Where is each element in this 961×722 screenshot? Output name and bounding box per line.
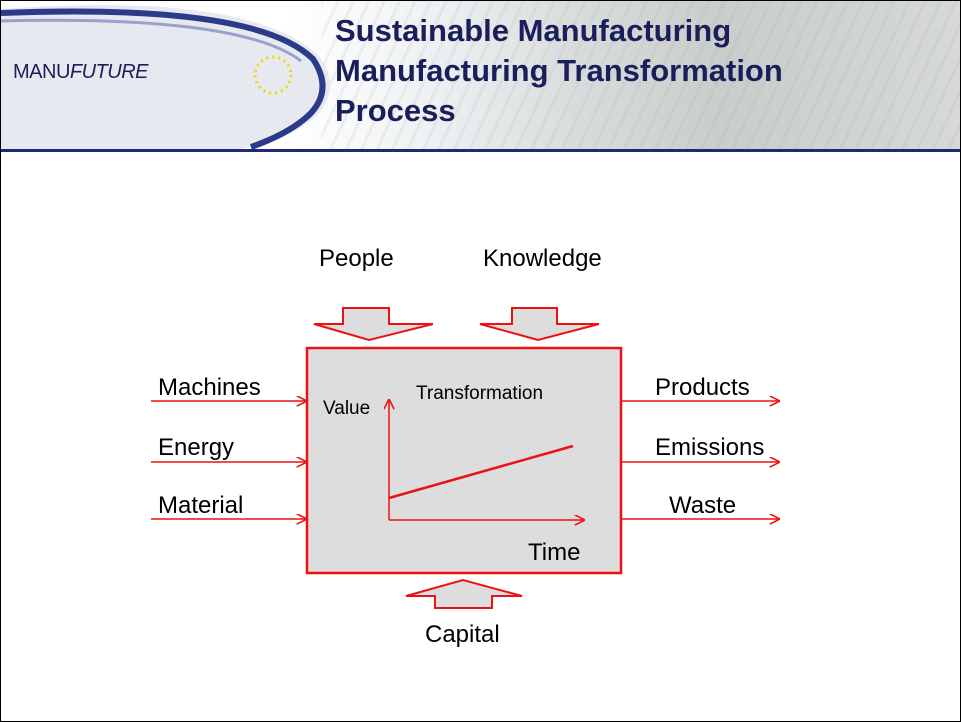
emissions-label: Emissions: [655, 434, 765, 461]
title-line-1: Sustainable Manufacturing: [335, 13, 732, 48]
energy-label: Energy: [158, 434, 235, 461]
slide-header: MANUFUTURE Sustainable Manufacturing Man…: [1, 1, 960, 149]
waste-label: Waste: [669, 492, 737, 519]
products-label: Products: [655, 374, 750, 401]
time-axis-label: Time: [528, 539, 581, 566]
logo-suffix: FUTURE: [69, 61, 149, 83]
header-divider: [1, 149, 960, 152]
title-line-2: Manufacturing Transformation: [335, 53, 783, 88]
knowledge-label: Knowledge: [483, 245, 602, 272]
capital-input-arrow: [405, 578, 523, 609]
machines-label: Machines: [158, 374, 261, 401]
value-axis-label: Value: [323, 398, 371, 419]
header-photo-texture: [321, 1, 960, 149]
people-label: People: [319, 245, 394, 272]
material-label: Material: [158, 492, 244, 519]
manufuture-swoosh-logo: [1, 5, 330, 149]
title-line-3: Process: [335, 93, 456, 128]
logo-prefix: MANU: [13, 61, 70, 83]
transformation-label: Transformation: [416, 383, 544, 404]
manufuture-logo-text: MANUFUTURE: [13, 61, 149, 84]
people-input-arrow: [313, 307, 434, 342]
knowledge-input-arrow: [479, 307, 600, 342]
slide-title: Sustainable Manufacturing Manufacturing …: [335, 11, 783, 131]
value-trend-line: [388, 444, 574, 500]
process-box: [305, 346, 623, 575]
capital-label: Capital: [425, 621, 500, 648]
